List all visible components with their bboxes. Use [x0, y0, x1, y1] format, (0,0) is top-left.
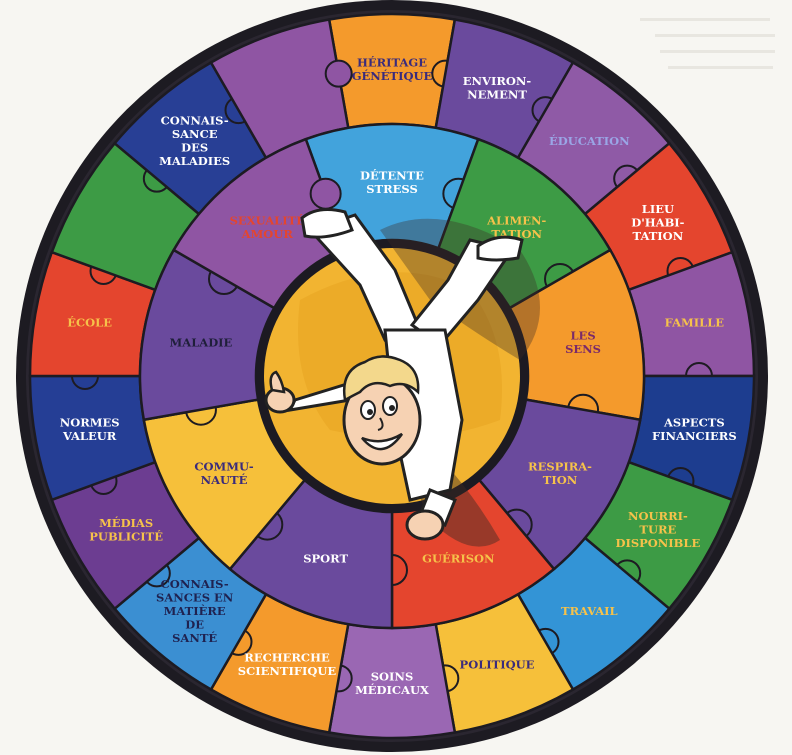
label-ecole: ÉCOLE: [67, 316, 112, 330]
label-politique: POLITIQUE: [460, 657, 535, 671]
label-guerison: GUÉRISON: [422, 551, 495, 565]
label-travail: TRAVAIL: [561, 604, 618, 618]
right-hand: [405, 509, 445, 541]
smile: [361, 432, 404, 451]
puzzle-piece-violet-nord: [209, 18, 353, 160]
cartwheeling-boy-illustration: [264, 208, 540, 547]
label-communaute: COMMU-NAUTÉ: [194, 459, 253, 487]
label-respiration: RESPIRA-TION: [528, 459, 592, 487]
puzzle-knob: [309, 177, 342, 210]
label-famille: FAMILLE: [665, 316, 725, 330]
label-environnement: ENVIRON-NEMENT: [463, 74, 532, 102]
puzzle-knob: [324, 59, 353, 88]
label-sport: SPORT: [303, 551, 348, 565]
hair: [342, 355, 420, 402]
label-education: ÉDUCATION: [549, 134, 630, 148]
label-maladie: MALADIE: [170, 335, 233, 349]
bleed-through-text: [640, 18, 775, 69]
